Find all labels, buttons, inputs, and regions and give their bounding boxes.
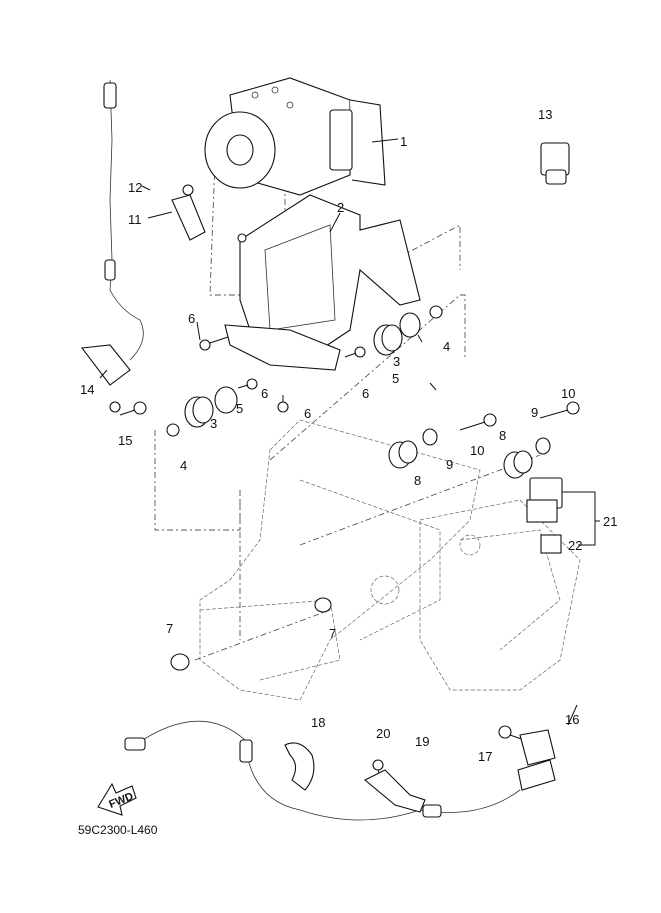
part-bracket-rear[interactable]	[364, 769, 426, 813]
wheel-speed-sensor-cable-front[interactable]	[80, 79, 144, 413]
part-mount-rubber[interactable]	[373, 312, 421, 356]
callout-7[interactable]: 7	[329, 626, 336, 641]
part-nut[interactable]	[170, 597, 332, 671]
callout-4[interactable]: 4	[180, 458, 187, 473]
part-relay-assy[interactable]	[526, 477, 563, 554]
callout-10[interactable]: 10	[470, 443, 484, 458]
part-bracket[interactable]	[224, 194, 421, 371]
part-collar[interactable]	[388, 428, 551, 479]
part-sensor[interactable]	[171, 194, 206, 241]
callout-5[interactable]: 5	[392, 371, 399, 386]
callout-6[interactable]: 6	[261, 386, 268, 401]
diagram-code: 59C2300-L460	[78, 823, 158, 837]
callout-9[interactable]: 9	[531, 405, 538, 420]
fwd-direction-arrow: FWD	[97, 782, 137, 816]
callout-4[interactable]: 4	[443, 339, 450, 354]
callout-3[interactable]: 3	[210, 416, 217, 431]
part-relay[interactable]	[540, 142, 570, 185]
callout-5[interactable]: 5	[236, 401, 243, 416]
callout-13[interactable]: 13	[538, 107, 552, 122]
callout-14[interactable]: 14	[80, 382, 94, 397]
callout-9[interactable]: 9	[446, 457, 453, 472]
callout-16[interactable]: 16	[565, 712, 579, 727]
callout-20[interactable]: 20	[376, 726, 390, 741]
wheel-speed-sensor-cable-rear[interactable]	[124, 720, 556, 821]
callout-8[interactable]: 8	[414, 473, 421, 488]
callout-6[interactable]: 6	[304, 406, 311, 421]
callout-2[interactable]: 2	[337, 200, 344, 215]
callout-6[interactable]: 6	[188, 311, 195, 326]
callout-12[interactable]: 12	[128, 180, 142, 195]
callout-labels: 1 2 3 3 4 4 5 5 6 6 6 6 7 7 8 8 9 9 10 1…	[80, 107, 617, 764]
callout-1[interactable]: 1	[400, 134, 407, 149]
part-clamp[interactable]	[284, 742, 315, 791]
leader-lines	[99, 185, 578, 726]
callout-3[interactable]: 3	[393, 354, 400, 369]
callout-11[interactable]: 11	[128, 212, 142, 227]
callout-7[interactable]: 7	[166, 621, 173, 636]
callout-10[interactable]: 10	[561, 386, 575, 401]
callout-22[interactable]: 22	[568, 538, 582, 553]
callout-19[interactable]: 19	[415, 734, 429, 749]
part-mount-rubber[interactable]	[184, 386, 238, 428]
callout-6[interactable]: 6	[362, 386, 369, 401]
callout-21[interactable]: 21	[603, 514, 617, 529]
bolt-group[interactable]	[119, 184, 580, 791]
callout-15[interactable]: 15	[118, 433, 132, 448]
callout-8[interactable]: 8	[499, 428, 506, 443]
callout-18[interactable]: 18	[311, 715, 325, 730]
part-abs-unit[interactable]	[204, 77, 386, 196]
callout-17[interactable]: 17	[478, 749, 492, 764]
